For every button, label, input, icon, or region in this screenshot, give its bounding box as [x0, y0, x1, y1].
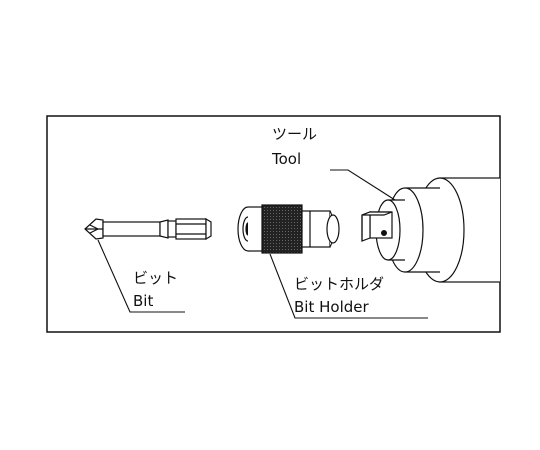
holder-leader	[269, 253, 428, 319]
bit-holder-icon	[237, 204, 340, 254]
tool-icon	[361, 177, 500, 283]
tool-label-jp: ツール	[272, 125, 317, 143]
bit-icon	[84, 217, 212, 241]
leader-lines	[97, 169, 428, 319]
bit-label-jp: ビット	[133, 269, 178, 287]
bit-label-en: Bit	[133, 292, 153, 310]
holder-label-en: Bit Holder	[294, 298, 369, 316]
bit-leader	[97, 239, 185, 313]
tool-leader	[330, 169, 396, 201]
tool-label-en: Tool	[271, 150, 301, 168]
holder-label-jp: ビットホルダ	[294, 275, 384, 293]
